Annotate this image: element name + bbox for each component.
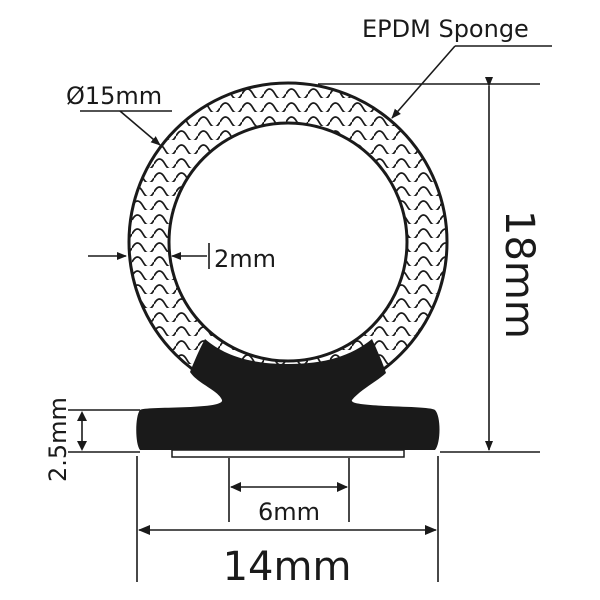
wall-label: 2mm: [214, 245, 276, 273]
diameter-leader-arrow: [119, 110, 161, 146]
solid-base: [136, 339, 440, 450]
diameter-label: Ø15mm: [66, 82, 162, 110]
sponge-ring-fill: [128, 82, 448, 402]
material-label: EPDM Sponge: [362, 15, 529, 43]
tape-arrow-left: [230, 482, 241, 492]
sponge-inner-edge: [167, 121, 409, 363]
material-leader-arrow: [391, 45, 456, 119]
adhesive-tape: [171, 449, 405, 458]
width-arrow-right: [425, 525, 437, 535]
base-arrow-bottom: [77, 441, 87, 451]
tape-width-label: 6mm: [258, 498, 320, 526]
total-width-label: 14mm: [223, 544, 352, 590]
sponge-ring: [127, 81, 449, 403]
base-arrow-top: [77, 411, 87, 421]
tape-arrow-right: [337, 482, 348, 492]
base-height-label: 2.5mm: [44, 397, 72, 482]
width-arrow-left: [138, 525, 150, 535]
height-label: 18mm: [496, 210, 542, 339]
